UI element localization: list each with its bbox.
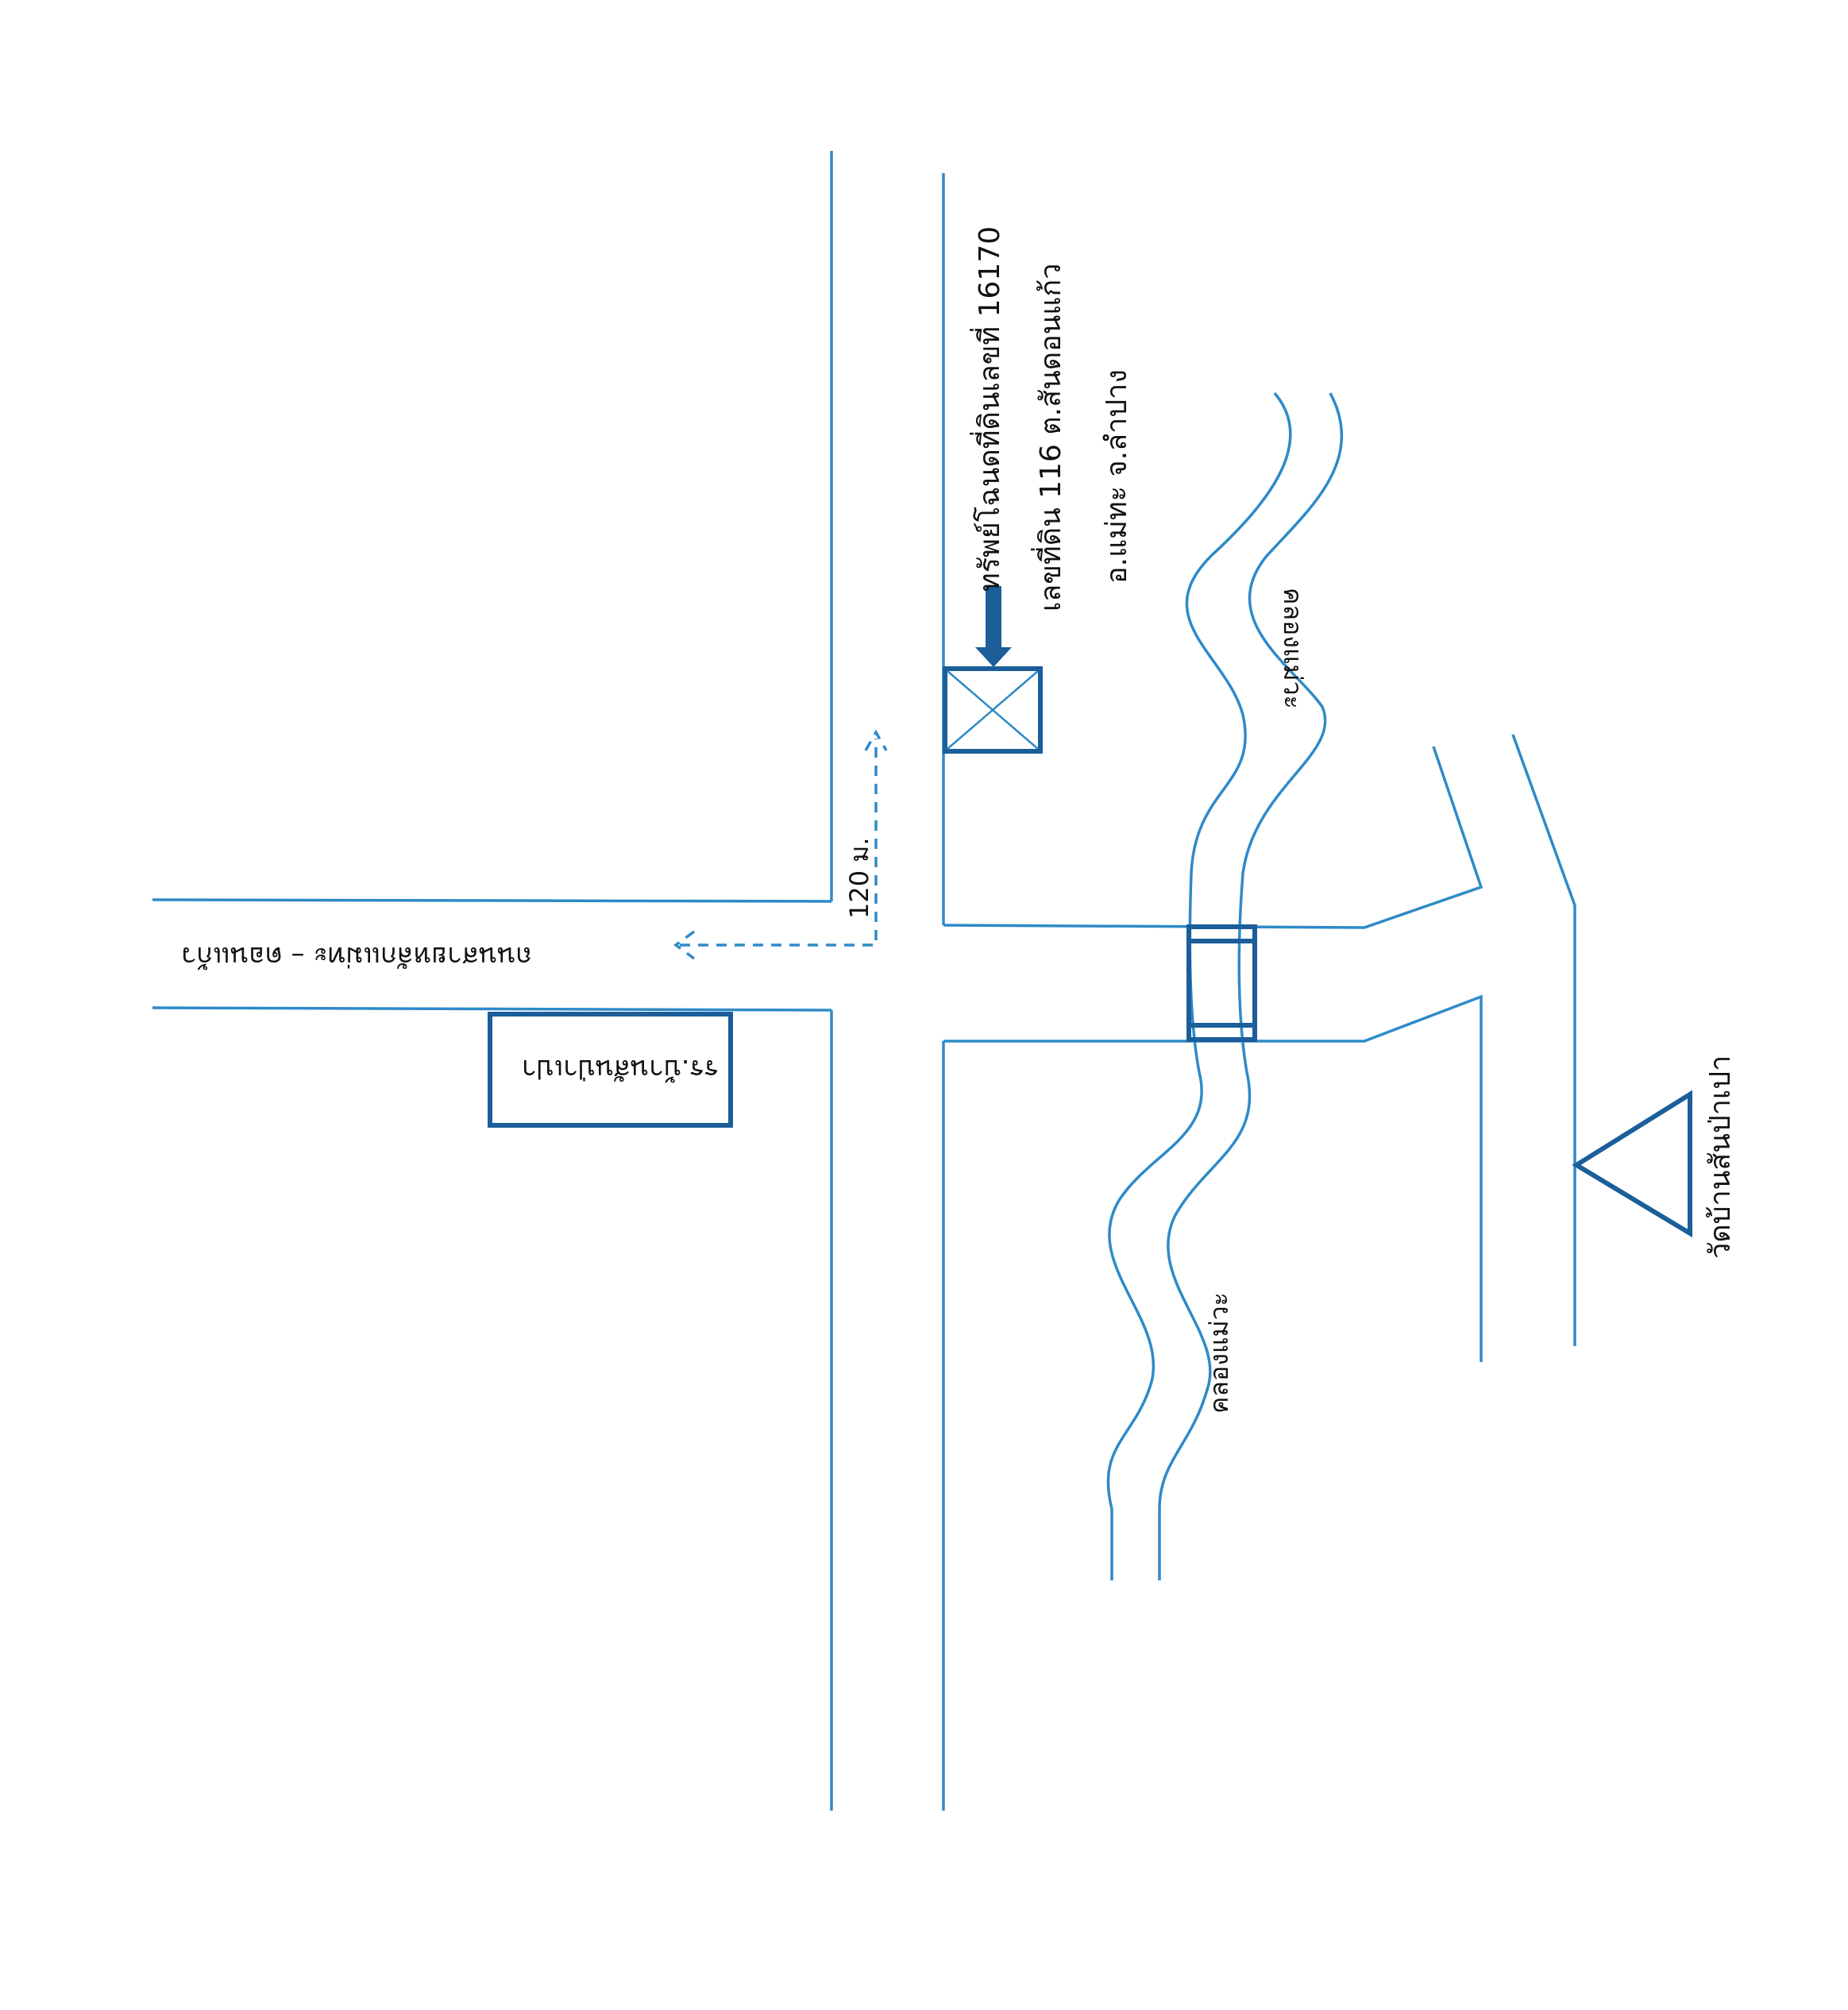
canal-label-lower: คลองแม่วะ — [1204, 1292, 1234, 1414]
right-road — [943, 734, 1576, 1362]
canal-label-upper: คลองแม่วะ — [1278, 588, 1308, 709]
road-name-label: ถนนสายหลักแม่ทะ – ดอนแก้ว — [181, 940, 532, 972]
school-box — [488, 1012, 733, 1128]
temple-triangle-icon — [1572, 1090, 1692, 1238]
temple-name-label: วัดบ้านสันป่าเปา — [1704, 1055, 1737, 1259]
school-name-label: รร.บ้านสันป่าเปา — [522, 1053, 719, 1085]
property-line-3: อ.แม่ทะ จ.ลำปาง — [1101, 369, 1133, 584]
main-road — [830, 151, 945, 1811]
bridge-icon — [1186, 924, 1257, 1042]
side-road — [152, 898, 832, 1012]
arrow-down-icon — [975, 586, 1012, 667]
route-path — [673, 729, 888, 960]
distance-label: 120 ม. — [844, 837, 874, 919]
property-line-2: เลขที่ดิน 116 ต.สันดอนแก้ว — [1031, 263, 1067, 611]
property-line-1: ทรัพย์โฉนดที่ดินเลขที่ 16170 — [970, 226, 1006, 592]
property-marker-icon — [943, 666, 1043, 754]
